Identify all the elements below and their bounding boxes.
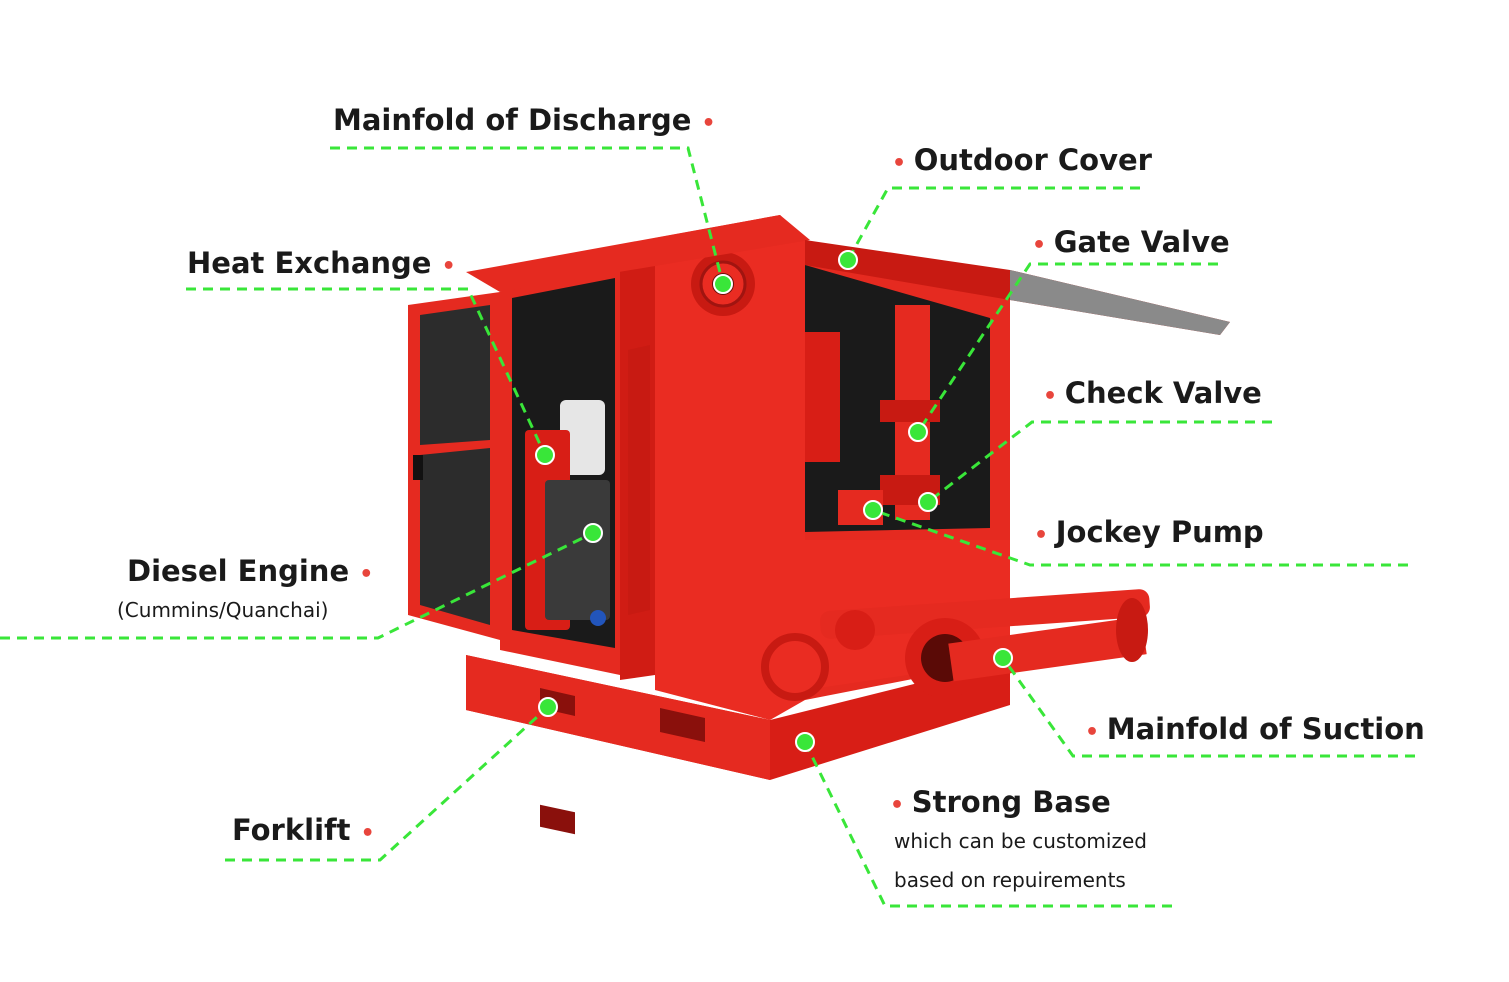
label-strong-base: • Strong Base (890, 785, 1111, 823)
leader-outdoor-cover (846, 186, 1140, 261)
cabinet-center-column (620, 215, 805, 720)
suction-manifold (761, 589, 1150, 701)
bullet-icon: • (1043, 384, 1065, 409)
leader-suction (1001, 657, 1415, 758)
label-jockey-pump-text: Jockey Pump (1055, 515, 1264, 549)
label-suction-text: Mainfold of Suction (1106, 712, 1425, 746)
leader-lines (0, 146, 1415, 908)
outdoor-cover (466, 215, 1230, 335)
label-discharge: Mainfold of Discharge • (333, 103, 716, 141)
label-check-valve: • Check Valve (1043, 376, 1262, 414)
left-door (408, 292, 500, 640)
label-forklift-text: Forklift (232, 813, 351, 847)
leader-diesel-engine (0, 531, 594, 640)
leader-gate-valve (916, 262, 1218, 433)
label-gate-valve: • Gate Valve (1032, 225, 1230, 263)
leader-heat-exchange (186, 287, 547, 456)
leader-discharge (330, 146, 725, 285)
label-forklift: Forklift • (232, 813, 375, 851)
bullet-icon: • (892, 151, 914, 176)
label-jockey-pump: • Jockey Pump (1034, 515, 1264, 553)
label-diesel-engine-text: Diesel Engine (127, 554, 350, 588)
marker-gate-valve (908, 422, 928, 442)
label-strong-base-text: Strong Base (911, 785, 1111, 819)
label-strong-base-sub1: which can be customized (894, 829, 1147, 853)
marker-heat-exchange (535, 445, 555, 465)
bullet-icon: • (441, 254, 456, 279)
label-check-valve-text: Check Valve (1064, 376, 1262, 410)
marker-strong-base (795, 732, 815, 752)
marker-forklift (538, 697, 558, 717)
leader-forklift (225, 705, 550, 862)
label-outdoor-cover: • Outdoor Cover (892, 143, 1152, 181)
leader-strong-base (803, 741, 1172, 908)
strong-base (466, 655, 1010, 835)
label-outdoor-cover-text: Outdoor Cover (913, 143, 1152, 177)
marker-jockey-pump (863, 500, 883, 520)
label-gate-valve-text: Gate Valve (1053, 225, 1230, 259)
coolant-tank (560, 400, 605, 475)
marker-dots (535, 250, 1013, 752)
bullet-icon: • (359, 562, 374, 587)
leader-jockey-pump (872, 508, 1408, 567)
cabinet-left (500, 250, 620, 675)
label-heat-exchange: Heat Exchange • (187, 246, 456, 284)
marker-outdoor-cover (838, 250, 858, 270)
marker-suction (993, 648, 1013, 668)
bullet-icon: • (701, 111, 716, 136)
bullet-icon: • (1034, 523, 1056, 548)
bullet-icon: • (1032, 233, 1054, 258)
label-diesel-engine: Diesel Engine • (127, 554, 373, 592)
label-diesel-engine-sub: (Cummins/Quanchai) (117, 598, 329, 622)
marker-check-valve (918, 492, 938, 512)
leader-check-valve (927, 420, 1272, 504)
bullet-icon: • (1085, 720, 1107, 745)
label-discharge-text: Mainfold of Discharge (333, 103, 692, 137)
label-suction: • Mainfold of Suction (1085, 712, 1425, 750)
bullet-icon: • (890, 793, 912, 818)
bullet-icon: • (360, 821, 375, 846)
marker-diesel-engine (583, 523, 603, 543)
label-strong-base-sub2: based on repuirements (894, 868, 1126, 892)
label-heat-exchange-text: Heat Exchange (187, 246, 432, 280)
marker-discharge (713, 274, 733, 294)
